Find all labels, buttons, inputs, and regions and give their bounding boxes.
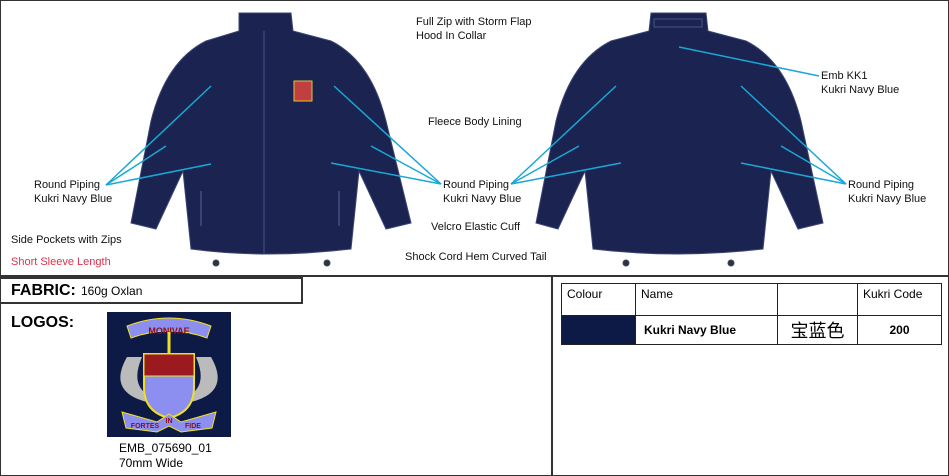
logo-text-fide: FIDE [185, 423, 201, 430]
callout-cuff: Velcro Elastic Cuff [431, 221, 521, 233]
callout-fleece: Fleece Body Lining [428, 116, 522, 128]
fabric-value: 160g Oxlan [81, 283, 143, 298]
colour-name: Kukri Navy Blue [635, 315, 778, 345]
header-colour: Colour [561, 283, 636, 316]
callout-zip: Full Zip with Storm Flap [416, 16, 532, 28]
logo-code: EMB_075690_01 [119, 441, 212, 455]
fabric-row: FABRIC: 160g Oxlan [1, 277, 303, 304]
header-name: Name [635, 283, 778, 316]
logo-text-monivae: MONIVAE [148, 326, 189, 336]
header-blank [777, 283, 858, 316]
callout-line-2: Kukri Navy Blue [821, 84, 900, 96]
callout-sleeve: Short Sleeve Length [11, 256, 111, 268]
divider [1, 275, 948, 277]
logo-text-fortes: FORTES [131, 423, 160, 430]
callout-line-1: Round Piping [34, 179, 101, 191]
callout-hood: Hood In Collar [416, 30, 487, 42]
logos-label: LOGOS: [11, 314, 75, 331]
callout-pockets: Side Pockets with Zips [11, 234, 122, 246]
colour-swatch [561, 315, 636, 345]
jacket-front [130, 12, 412, 267]
divider-vertical [551, 277, 553, 475]
callout-line-2: Kukri Navy Blue [34, 193, 113, 205]
logo-caption: EMB_075690_01 70mm Wide [119, 441, 212, 471]
jacket-back [535, 12, 824, 267]
table-row: Kukri Navy Blue 宝蓝色 200 [561, 315, 942, 345]
colour-name-chinese: 宝蓝色 [777, 315, 858, 345]
callout-line-1: Emb KK1 [821, 70, 868, 82]
callout-line-2: Kukri Navy Blue [848, 193, 927, 205]
callout-line-2: Kukri Navy Blue [443, 193, 522, 205]
table-header-row: Colour Name Kukri Code [561, 283, 942, 316]
school-crest-logo: MONIVAE FORTES IN FIDE [107, 312, 231, 437]
callout-line-1: Round Piping [848, 179, 915, 191]
kukri-code: 200 [857, 315, 942, 345]
callout-line-1: Round Piping [443, 179, 510, 191]
fabric-label: FABRIC: [11, 281, 76, 299]
colour-table: Colour Name Kukri Code Kukri Navy Blue 宝… [561, 283, 942, 345]
garment-illustrations [105, 12, 847, 267]
piping-callout-lines [105, 46, 847, 186]
logo-text-in: IN [166, 418, 173, 425]
callout-hem: Shock Cord Hem Curved Tail [405, 251, 547, 263]
logo-size: 70mm Wide [119, 456, 184, 470]
header-code: Kukri Code [857, 283, 942, 316]
